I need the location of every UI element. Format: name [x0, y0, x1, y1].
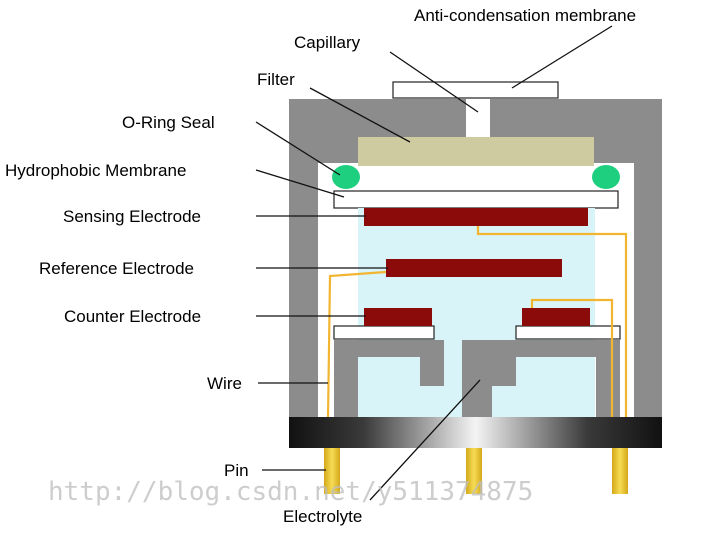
- label-filter: Filter: [257, 70, 295, 89]
- leader-capillary: [389, 51, 479, 113]
- sensor-base: [289, 417, 662, 448]
- watermark: http://blog.csdn.net/y511374875: [48, 477, 533, 507]
- o-ring-right: [592, 165, 620, 189]
- wire-counter: [530, 298, 614, 419]
- label-pin: Pin: [224, 461, 249, 480]
- hydrophobic-membrane: [333, 190, 619, 209]
- leader-electrolyte: [369, 379, 481, 501]
- left-inner-wall-drop: [420, 340, 444, 386]
- leader-o-ring: [255, 121, 341, 176]
- label-o-ring-seal: O-Ring Seal: [122, 113, 215, 132]
- pin-right: [612, 448, 628, 494]
- pin-center: [466, 448, 482, 494]
- center-post: [462, 340, 492, 419]
- leader-hydrophobic: [255, 169, 345, 198]
- label-capillary: Capillary: [294, 33, 361, 52]
- o-ring-left: [332, 165, 360, 189]
- label-counter-electrode: Counter Electrode: [64, 307, 201, 326]
- counter-electrode-right: [522, 308, 590, 326]
- sensing-electrode: [364, 208, 588, 226]
- right-inner-wall: [596, 340, 620, 419]
- leader-filter: [309, 87, 411, 143]
- leader-lines: [255, 25, 613, 501]
- wires: [326, 226, 628, 420]
- counter-support-left: [333, 325, 435, 340]
- left-inner-wall-top: [334, 340, 444, 357]
- anti-condensation-membrane: [392, 81, 559, 99]
- label-wire: Wire: [207, 374, 242, 393]
- center-post-top: [492, 340, 620, 357]
- label-anti-condensation-membrane: Anti-condensation membrane: [414, 6, 636, 25]
- pin-left: [324, 448, 340, 494]
- capillary-channel: [466, 99, 490, 137]
- label-sensing-electrode: Sensing Electrode: [63, 207, 201, 226]
- label-hydrophobic-membrane: Hydrophobic Membrane: [5, 161, 186, 180]
- center-post-drop: [492, 340, 516, 386]
- counter-electrode-left: [364, 308, 432, 326]
- label-reference-electrode: Reference Electrode: [39, 259, 194, 278]
- filter: [358, 137, 594, 166]
- wire-reference: [326, 270, 387, 420]
- leader-anti-condensation: [511, 25, 613, 89]
- counter-support-right: [515, 325, 621, 340]
- reference-electrode: [386, 259, 562, 277]
- label-electrolyte: Electrolyte: [283, 507, 362, 526]
- wire-sensing: [476, 226, 628, 419]
